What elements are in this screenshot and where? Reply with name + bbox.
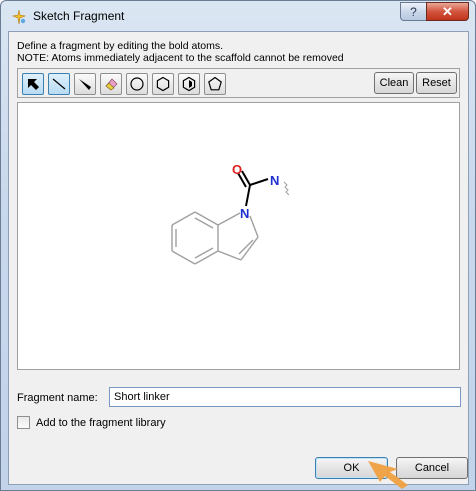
instruction-line-2: NOTE: Atoms immediately adjacent to the …	[17, 52, 344, 64]
clean-button[interactable]: Clean	[374, 72, 414, 94]
add-to-library-label: Add to the fragment library	[36, 416, 166, 429]
dialog-body: Define a fragment by editing the bold at…	[8, 31, 469, 485]
pentagon-ring-icon	[208, 76, 222, 91]
select-arrow-icon	[28, 79, 39, 90]
eraser-tool-button[interactable]	[100, 73, 122, 95]
single-bond-icon	[52, 78, 66, 90]
benzene-tool-button[interactable]	[152, 73, 174, 95]
fragment-name-label: Fragment name:	[17, 392, 98, 404]
cyclohexane-tool-button[interactable]	[126, 73, 148, 95]
oxygen-atom-label: O	[232, 162, 242, 177]
amide-nitrogen-label: N	[270, 173, 279, 188]
ring-nitrogen-label: N	[240, 206, 249, 221]
wedge-bond-icon	[79, 79, 91, 90]
cyclopentane-tool-button[interactable]	[204, 73, 226, 95]
add-to-library-checkbox[interactable]	[17, 416, 30, 429]
single-bond-tool-button[interactable]	[48, 73, 70, 95]
scaffold-benzene-ring	[171, 211, 219, 265]
ok-button[interactable]: OK	[315, 457, 388, 479]
title-bar[interactable]: Sketch Fragment ? ✕	[1, 1, 475, 31]
title-buttons: ? ✕	[400, 2, 469, 22]
reset-button[interactable]: Reset	[416, 72, 457, 94]
help-button[interactable]: ?	[400, 2, 426, 21]
scaffold-pyrrole-ring	[217, 212, 259, 261]
eraser-icon	[105, 78, 118, 91]
sketch-canvas[interactable]: O N N	[17, 102, 460, 370]
fragment-name-input[interactable]	[109, 387, 461, 407]
add-to-library-row[interactable]: Add to the fragment library	[17, 416, 166, 429]
window-title: Sketch Fragment	[33, 9, 125, 23]
close-button[interactable]: ✕	[426, 2, 469, 21]
aromatic-ring-icon	[182, 76, 196, 92]
molecule-drawing: O N N	[171, 162, 290, 265]
sketch-app-icon	[11, 9, 27, 25]
terminal-wavy-bond	[283, 181, 290, 196]
aromatic-ring-tool-button[interactable]	[178, 73, 200, 95]
instructions: Define a fragment by editing the bold at…	[17, 40, 344, 64]
cancel-button[interactable]: Cancel	[396, 457, 468, 479]
hexagon-ring-icon	[156, 76, 170, 92]
cyclohexane-ring-icon	[130, 77, 144, 91]
wedge-bond-tool-button[interactable]	[74, 73, 96, 95]
fragment-bonds	[237, 170, 269, 207]
select-tool-button[interactable]	[22, 73, 44, 95]
sketch-toolbar: Clean Reset	[17, 68, 460, 98]
instruction-line-1: Define a fragment by editing the bold at…	[17, 40, 224, 52]
